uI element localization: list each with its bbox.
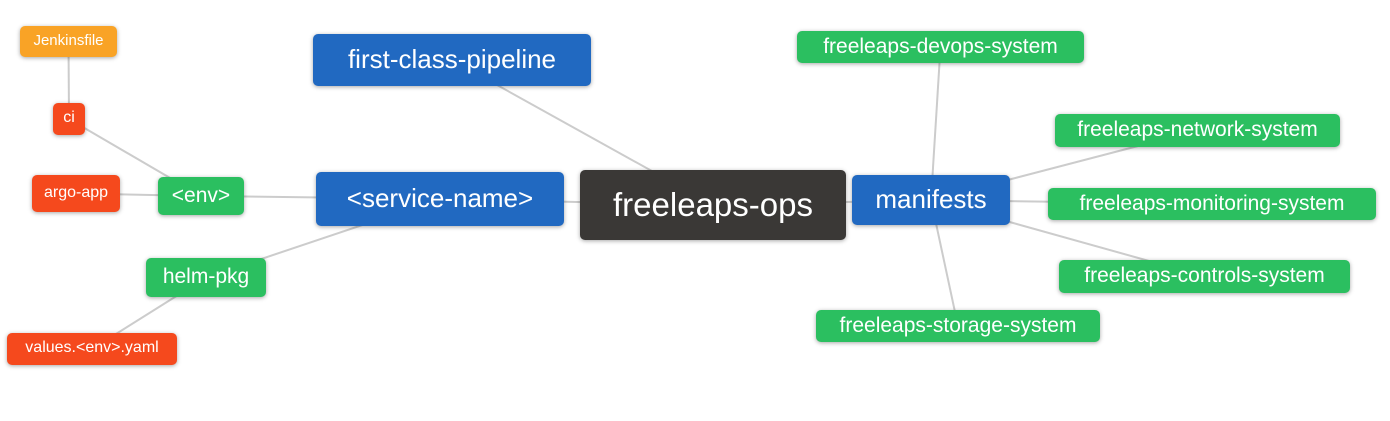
- node-label: freeleaps-monitoring-system: [1079, 191, 1345, 215]
- node-ci[interactable]: ci: [53, 103, 85, 135]
- node-helm-pkg[interactable]: helm-pkg: [146, 258, 266, 297]
- node-label: freeleaps-ops: [613, 185, 813, 223]
- node-argo-app[interactable]: argo-app: [32, 175, 120, 212]
- node-manifests[interactable]: manifests: [852, 175, 1010, 225]
- node-env[interactable]: <env>: [158, 177, 244, 215]
- node-freeleaps-devops-system[interactable]: freeleaps-devops-system: [797, 31, 1084, 63]
- node-jenkinsfile[interactable]: Jenkinsfile: [20, 26, 117, 57]
- node-label: freeleaps-devops-system: [823, 34, 1058, 58]
- node-label: freeleaps-controls-system: [1084, 264, 1325, 287]
- node-values-env-yaml[interactable]: values.<env>.yaml: [7, 333, 177, 365]
- node-label: helm-pkg: [162, 265, 250, 288]
- node-label: freeleaps-storage-system: [839, 313, 1077, 337]
- node-label: values.<env>.yaml: [25, 339, 159, 356]
- node-label: ci: [63, 109, 75, 126]
- node-label: manifests: [875, 184, 987, 214]
- node-label: <service-name>: [346, 183, 534, 213]
- node-service-name[interactable]: <service-name>: [316, 172, 564, 226]
- diagram-edge: [930, 46, 942, 201]
- node-label: first-class-pipeline: [347, 44, 557, 74]
- node-freeleaps-ops[interactable]: freeleaps-ops: [580, 170, 846, 240]
- node-freeleaps-network-system[interactable]: freeleaps-network-system: [1055, 114, 1340, 147]
- node-label: Jenkinsfile: [33, 32, 104, 49]
- node-first-class-pipeline[interactable]: first-class-pipeline: [313, 34, 591, 86]
- node-label: argo-app: [43, 183, 109, 201]
- node-freeleaps-storage-system[interactable]: freeleaps-storage-system: [816, 310, 1100, 342]
- node-freeleaps-monitoring-system[interactable]: freeleaps-monitoring-system: [1048, 188, 1376, 220]
- node-label: freeleaps-network-system: [1077, 118, 1318, 141]
- node-label: <env>: [171, 183, 231, 207]
- node-freeleaps-controls-system[interactable]: freeleaps-controls-system: [1059, 260, 1350, 293]
